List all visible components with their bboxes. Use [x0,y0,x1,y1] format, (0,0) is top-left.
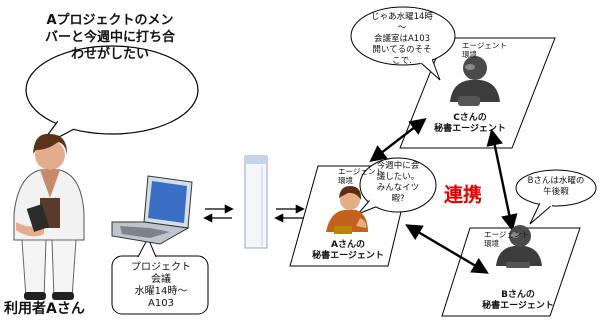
a-query-line: 今週中に会 [376,161,420,171]
environment-label-a: エージェント 環境 [338,167,383,185]
person-agent-icon-c [450,56,500,106]
c-reply-line: 〜 [397,23,407,33]
laptop-result-line: A103 [148,298,174,309]
c-reply-text: じゃあ水曜14時 〜 会議室はA103 開いてるのそそ こで. [356,12,448,67]
cooperation-label: 連携 [444,184,483,206]
c-reply-line: 会議室はA103 [373,34,431,44]
arrow-b-to-c [486,128,518,232]
user-request-text: Aプロジェクトのメンバーと今週中に打ち合わせがしたい [44,13,175,62]
b-free-line: 午後暇 [543,187,569,197]
c-reply-line: 開いてるのそそ [372,45,432,55]
doctor-figure [13,133,85,300]
arrow-a-to-b [405,224,489,274]
environment-label-b: エージェント 環境 [484,230,529,248]
b-free-line: Bさんは水曜の [527,176,585,186]
agent-label-b: Bさんの 秘書エージェント [468,290,568,312]
c-reply-line: じゃあ水曜14時 [371,12,433,22]
exchange-arrows-browser-agent [274,204,305,223]
exchange-arrows-laptop-browser [203,204,234,223]
agent-a-role: 秘書エージェント [312,251,384,261]
c-reply-bubble [350,6,456,81]
laptop-result-line: プロジェクト [131,262,191,273]
agent-b-name: Bさんの [501,290,535,300]
agent-a-name: Aさんの [331,240,365,250]
agent-c-role: 秘書エージェント [434,124,506,134]
agent-b-role: 秘書エージェント [482,301,554,311]
arrow-a-to-c [369,117,427,163]
person-agent-icon-b [496,225,542,268]
secretary-agent-icon-a [326,186,368,234]
laptop-result-text: プロジェクト 会議 水曜14時〜 A103 [116,262,206,310]
laptop-result-line: 会議 [151,274,171,285]
environment-label-c: エージェント 環境 [462,41,507,59]
a-query-line: 暇? [391,194,405,204]
agent-label-a: Aさんの 秘書エージェント [298,240,398,262]
c-reply-line: こで. [392,56,412,66]
a-query-line: 議したい。 [376,172,420,182]
agent-c-name: Cさんの [453,113,487,123]
laptop-result-line: 水曜14時〜 [134,286,188,297]
a-query-line: みんなイツ [376,183,420,193]
user-label: 利用者Aさん [4,301,85,317]
agent-label-c: Cさんの 秘書エージェント [420,113,520,135]
b-free-text: Bさんは水曜の 午後暇 [521,176,591,198]
browser-window [244,155,268,249]
laptop-icon [111,175,193,245]
b-free-bubble [515,169,597,225]
a-query-text: 今週中に会 議したい。 みんなイツ 暇? [363,161,433,205]
